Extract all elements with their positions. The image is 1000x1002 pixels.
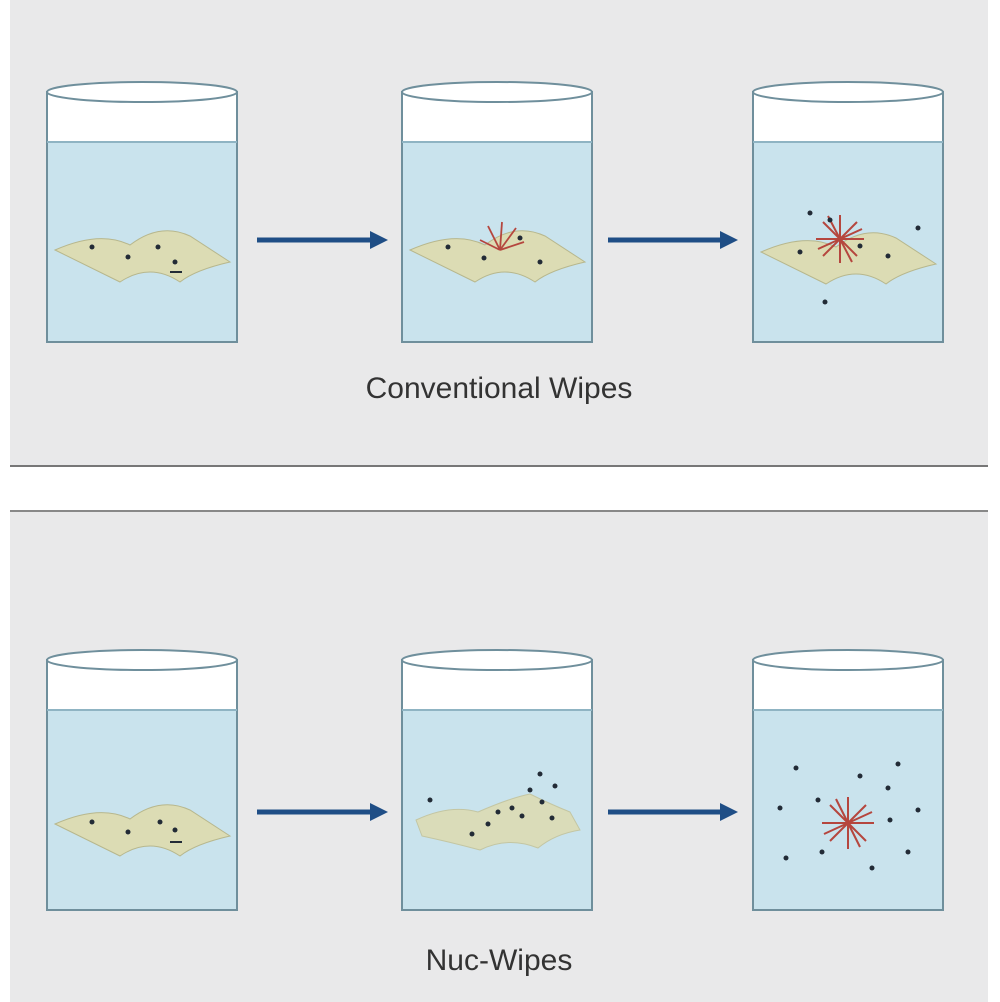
particle-icon (125, 254, 131, 260)
particle-group (807, 210, 921, 305)
jar-icon (401, 649, 593, 911)
particle-icon (172, 827, 178, 833)
nuc-wipes-caption: Nuc-Wipes (425, 944, 573, 977)
wipe-icon (415, 793, 581, 851)
particle-icon (797, 249, 803, 255)
wipe-icon (408, 230, 587, 283)
arrow-icon (608, 803, 738, 821)
burst-icon (479, 221, 525, 251)
wipe-icon (53, 804, 232, 857)
wipe-icon (53, 230, 232, 283)
jar-icon (752, 81, 944, 343)
particle-icon (885, 253, 891, 259)
arrow-icon (257, 803, 388, 821)
particle-icon (89, 244, 95, 250)
particle-group (427, 771, 558, 837)
particle-group (777, 761, 921, 871)
particle-icon (445, 244, 451, 250)
particle-icon (537, 259, 543, 265)
particle-icon (157, 819, 163, 825)
particle-icon (89, 819, 95, 825)
nuc-wipes-diagram (46, 649, 944, 911)
particle-icon (172, 259, 178, 265)
burst-icon (816, 215, 864, 263)
jar-icon (46, 81, 238, 343)
jar-icon (752, 649, 944, 911)
conventional-wipes-caption: Conventional Wipes (365, 372, 633, 405)
conventional-wipes-panel: Conventional Wipes (10, 0, 988, 467)
arrow-icon (608, 231, 738, 249)
jar-icon (401, 81, 593, 343)
nuc-wipes-panel: Nuc-Wipes (10, 510, 988, 1002)
particle-icon (125, 829, 131, 835)
conventional-wipes-diagram (46, 81, 944, 343)
particle-icon (481, 255, 487, 261)
arrow-icon (257, 231, 388, 249)
burst-icon (822, 797, 874, 849)
wipe-icon (759, 232, 938, 285)
particle-icon (155, 244, 161, 250)
jar-icon (46, 649, 238, 911)
